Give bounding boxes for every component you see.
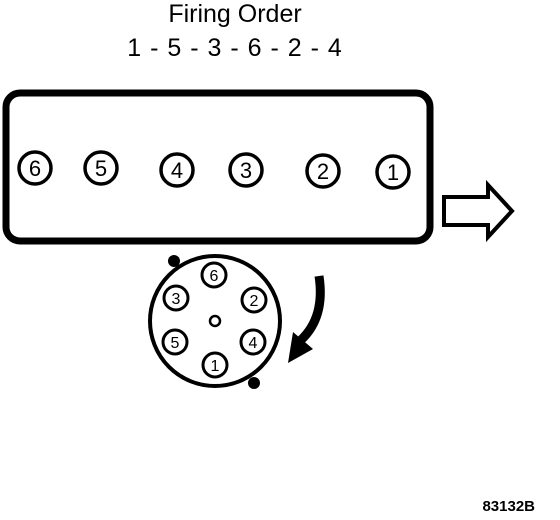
distributor-terminal-5: 5	[161, 328, 189, 356]
distributor-terminal-1: 1	[201, 351, 229, 379]
firing-order-sequence: 1 - 5 - 3 - 6 - 2 - 4	[127, 34, 343, 62]
terminal-number: 4	[249, 335, 258, 352]
curved-arrow-icon	[288, 275, 325, 363]
cylinder-number: 5	[95, 156, 107, 181]
terminal-number: 5	[171, 335, 180, 352]
distributor-center	[208, 314, 222, 328]
cylinder-6: 6	[17, 150, 53, 186]
cylinder-5: 5	[83, 150, 119, 186]
figure-code: 83132B	[482, 498, 535, 515]
distributor-mount-tab	[248, 377, 260, 389]
distributor-terminal-3: 3	[162, 284, 190, 312]
cylinder-number: 4	[171, 158, 183, 183]
diagram-title: Firing Order	[168, 0, 302, 28]
distributor-mount-tab	[168, 255, 180, 267]
cylinder-number: 1	[387, 160, 399, 185]
cylinder-4: 4	[159, 152, 195, 188]
cylinder-2: 2	[305, 153, 341, 189]
distributor-terminal-6: 6	[200, 261, 228, 289]
cylinder-number: 6	[29, 156, 41, 181]
terminal-number: 1	[211, 358, 220, 375]
terminal-number: 6	[210, 268, 219, 285]
terminal-number: 3	[172, 291, 181, 308]
engine-block: 6 5 4 3 2 1	[2, 89, 434, 245]
cylinder-1: 1	[375, 154, 411, 190]
arrow-right-icon	[442, 179, 515, 243]
cylinder-number: 3	[240, 158, 252, 183]
terminal-number: 2	[250, 293, 259, 310]
cylinder-number: 2	[317, 159, 329, 184]
distributor-cap: 6 2 4 1 5 3	[148, 254, 282, 389]
distributor-terminal-4: 4	[239, 328, 267, 356]
cylinder-3: 3	[228, 152, 264, 188]
distributor-terminal-2: 2	[240, 286, 268, 314]
